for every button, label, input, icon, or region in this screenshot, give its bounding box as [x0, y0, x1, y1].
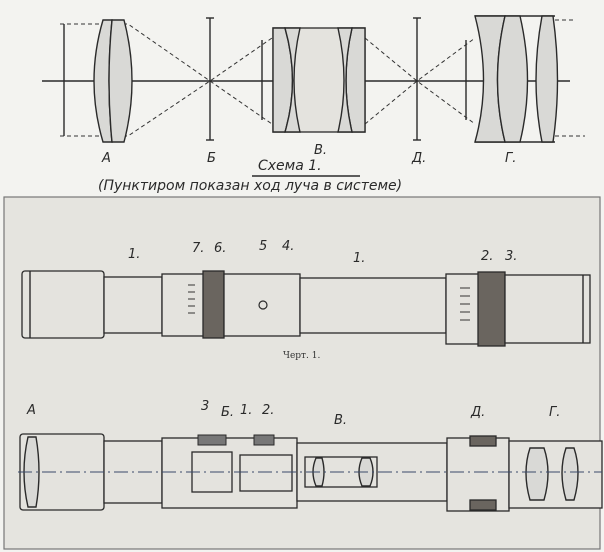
- scope-external-view: 1. 7. 6. 5 4. 1. 2. 3. Черт. 1.: [21, 239, 591, 361]
- label-v: В.: [314, 143, 327, 158]
- label-g: Г.: [505, 151, 516, 166]
- callout-7: 7.: [192, 241, 204, 256]
- callout-1b: 1.: [353, 251, 365, 266]
- callout-5: 5: [259, 239, 267, 254]
- section-callout-b: Б.: [221, 405, 234, 420]
- optical-scheme: А Б В. Д. Г. Схема 1. (Пунктиром показан…: [42, 15, 585, 194]
- callout-3: 3.: [505, 249, 517, 264]
- scheme-title: Схема 1.: [258, 158, 322, 174]
- eyepiece-lens-2: [496, 15, 529, 143]
- section-callout-a: А: [26, 403, 36, 418]
- eyepiece-lens-section-2: [561, 447, 579, 501]
- callout-6: 6.: [214, 241, 226, 256]
- eyepiece-lens-3: [535, 15, 559, 143]
- section-callout-v: В.: [334, 413, 347, 428]
- section-callout-3: 3: [201, 399, 209, 414]
- section-callout-2: 2.: [262, 403, 274, 418]
- eyepiece-lens-section-1: [525, 447, 549, 501]
- label-d: Д.: [411, 151, 426, 166]
- callout-2: 2.: [481, 249, 493, 264]
- knurled-ring-2: [477, 271, 506, 347]
- knurled-ring-6: [202, 270, 225, 339]
- lens-a-back: [108, 19, 133, 143]
- label-a: А: [101, 151, 111, 166]
- scheme-caption: (Пунктиром показан ход луча в системе): [98, 178, 402, 194]
- scope-section-view: А 3 Б. 1. 2. В. Д. Г.: [18, 399, 603, 512]
- label-b: Б: [207, 151, 216, 166]
- figure-caption: Черт. 1.: [283, 351, 320, 361]
- section-callout-1: 1.: [240, 403, 252, 418]
- section-callout-g: Г.: [549, 405, 560, 420]
- callout-1a: 1.: [128, 247, 140, 262]
- callout-4: 4.: [282, 239, 294, 254]
- screw-5: [258, 300, 268, 310]
- ray-path-1: [60, 23, 273, 137]
- section-callout-d: Д.: [470, 405, 485, 420]
